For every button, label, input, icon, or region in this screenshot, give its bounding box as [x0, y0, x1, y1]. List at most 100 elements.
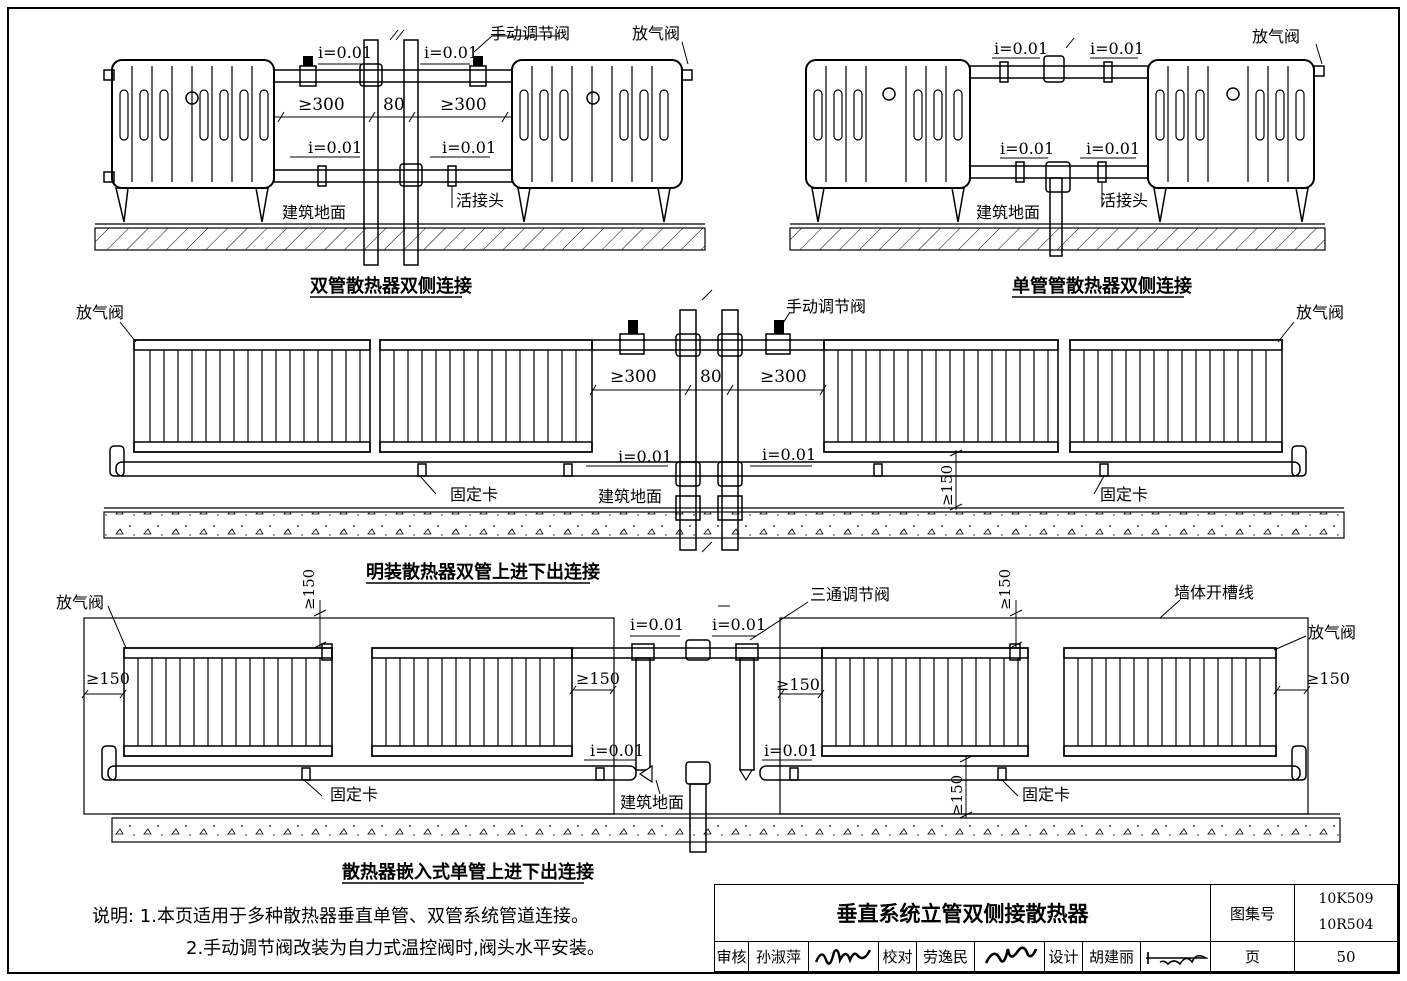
- slope-label-4-top-left: i=0.01: [630, 615, 684, 634]
- dim-center-1: 80: [383, 95, 405, 115]
- dim-side-mid-right-4: ≥150: [776, 675, 820, 694]
- atlas-label: 图集号: [1211, 885, 1295, 942]
- clip-label-3-right: 固定卡: [1100, 485, 1148, 504]
- page-label: 页: [1211, 942, 1295, 971]
- section2-title: 单管管散热器双侧连接: [1012, 275, 1192, 297]
- three-way-valve-label: 三通调节阀: [810, 585, 890, 604]
- union-label-1: 活接头: [456, 191, 504, 210]
- valve-label-3: 手动调节阀: [786, 297, 866, 316]
- slope-label-4-bottom-left: i=0.01: [590, 741, 644, 760]
- review-label: 审核: [715, 942, 749, 971]
- floor-label-3: 建筑地面: [598, 487, 662, 506]
- panel-radiator-3: [821, 647, 1029, 757]
- dim-right-1: ≥300: [440, 95, 487, 115]
- slope-label-2b: i=0.01: [1090, 39, 1144, 58]
- dim-bottom-4: ≥150: [948, 775, 966, 816]
- slope-label-1c: i=0.01: [308, 138, 362, 157]
- union-label-2: 活接头: [1100, 191, 1148, 210]
- slope-label-2c: i=0.01: [1000, 139, 1054, 158]
- clip-label-4-left: 固定卡: [330, 785, 378, 804]
- floor-label-1: 建筑地面: [282, 203, 346, 222]
- valve-label-1: 手动调节阀: [490, 24, 570, 43]
- cast-iron-radiator-right: [1147, 59, 1325, 223]
- section3-pipes: [109, 309, 1307, 551]
- review-name: 孙淑萍: [749, 942, 809, 971]
- review-signature: [809, 942, 879, 971]
- vent-label-4-right: 放气阀: [1308, 623, 1356, 642]
- floor-slab: [111, 817, 1341, 843]
- section3-diagram: 放气阀 放气阀 手动调节阀 ≥300 80 ≥300 i=0.01 i=0.01…: [76, 289, 1345, 584]
- dim-left-3: ≥300: [610, 367, 657, 387]
- floor-slab: [94, 227, 706, 251]
- section4-title: 散热器嵌入式单管上进下出连接: [342, 861, 594, 883]
- vent-label-4-left: 放气阀: [56, 593, 104, 612]
- vent-label-2: 放气阀: [1252, 27, 1300, 46]
- floor-label-4: 建筑地面: [620, 793, 684, 812]
- design-label: 设计: [1045, 942, 1083, 971]
- cast-iron-radiator-right: [511, 59, 693, 223]
- slope-label-2a: i=0.01: [994, 39, 1048, 58]
- design-name: 胡建丽: [1083, 942, 1141, 971]
- panel-radiator-1: [123, 647, 333, 757]
- slope-label-1b: i=0.01: [424, 43, 478, 62]
- slope-label-3-right: i=0.01: [762, 445, 816, 464]
- panel-radiator-1: [133, 339, 371, 453]
- atlas-number-2: 10R504: [1318, 917, 1374, 933]
- check-name: 劳逸民: [917, 942, 975, 971]
- check-label: 校对: [879, 942, 917, 971]
- section4-diagram: 放气阀 放气阀 三通调节阀 墙体开槽线 ≥150 ≥150 ≥150 ≥150 …: [56, 569, 1356, 884]
- slope-label-1a: i=0.01: [318, 43, 372, 62]
- clip-label-3-left: 固定卡: [450, 485, 498, 504]
- section4-pipes: [101, 639, 1307, 853]
- note-line-1: 说明: 1.本页适用于多种散热器垂直单管、双管系统管道连接。: [92, 906, 589, 927]
- section3-title: 明装散热器双管上进下出连接: [366, 561, 600, 583]
- dim-side-right-4: ≥150: [1306, 669, 1350, 688]
- drawing-title: 垂直系统立管双侧接散热器: [715, 885, 1211, 942]
- dim-left-1: ≥300: [298, 95, 345, 115]
- section2-diagram: i=0.01 i=0.01 i=0.01 i=0.01 放气阀 建筑地面 活接头…: [789, 27, 1326, 298]
- panel-radiator-3: [823, 339, 1059, 453]
- section1-diagram: i=0.01 i=0.01 i=0.01 i=0.01 手动调节阀 放气阀 ≥3…: [94, 24, 706, 298]
- sheet-frame: [7, 7, 1400, 974]
- slope-label-4-bottom-right: i=0.01: [764, 741, 818, 760]
- floor-slab: [103, 511, 1345, 539]
- section1-pipes: [273, 39, 513, 266]
- vent-label-1: 放气阀: [632, 24, 680, 43]
- wall-groove-left: [83, 617, 615, 815]
- slope-label-4-top-right: i=0.01: [712, 615, 766, 634]
- section2-pipes: [969, 55, 1149, 257]
- panel-radiator-2: [371, 647, 573, 757]
- title-block: 垂直系统立管双侧接散热器 图集号 10K509 10R504 审核 孙淑萍 校对…: [714, 884, 1398, 972]
- dim-top-right-4: ≥150: [996, 569, 1014, 610]
- cast-iron-radiator-left: [103, 59, 275, 223]
- vent-label-3-left: 放气阀: [76, 303, 124, 322]
- slope-label-3-left: i=0.01: [618, 447, 672, 466]
- wall-groove-right: [779, 617, 1309, 815]
- panel-radiator-4: [1069, 339, 1283, 453]
- slope-label-2d: i=0.01: [1086, 139, 1140, 158]
- clip-label-4-right: 固定卡: [1022, 785, 1070, 804]
- floor-label-2: 建筑地面: [976, 203, 1040, 222]
- cast-iron-radiator-left: [805, 59, 971, 223]
- slope-label-1d: i=0.01: [442, 138, 496, 157]
- radiator-columns: [149, 350, 1267, 442]
- panel-radiator-2: [379, 339, 593, 453]
- floor-slab: [789, 227, 1326, 251]
- page-number: 50: [1336, 947, 1356, 966]
- dim-height-3: ≥150: [938, 465, 956, 506]
- design-signature: [1141, 942, 1211, 971]
- section1-title: 双管散热器双侧连接: [310, 275, 472, 297]
- note-line-2: 2.手动调节阀改装为自力式温控阀时,阀头水平安装。: [186, 938, 605, 959]
- dim-right-3: ≥300: [760, 367, 807, 387]
- dim-center-3: 80: [700, 367, 722, 387]
- panel-radiator-4: [1063, 647, 1277, 757]
- groove-line-label: 墙体开槽线: [1174, 583, 1254, 602]
- check-signature: [975, 942, 1045, 971]
- dim-top-left-4: ≥150: [300, 569, 318, 610]
- radiator-columns: [137, 658, 1261, 746]
- dim-side-mid-left-4: ≥150: [576, 669, 620, 688]
- vent-label-3-right: 放气阀: [1296, 303, 1344, 322]
- atlas-number-1: 10K509: [1318, 891, 1374, 907]
- dim-side-left-4: ≥150: [86, 669, 130, 688]
